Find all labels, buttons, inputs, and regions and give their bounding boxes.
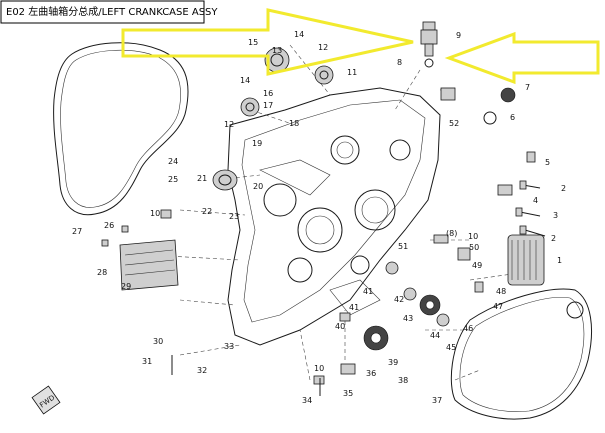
callout-26: 26 (104, 221, 114, 230)
bolts (101, 87, 546, 396)
callout-49: 49 (472, 261, 482, 270)
callout-30: 30 (153, 337, 163, 346)
diagram-title: E02 左曲轴箱分总成/LEFT CRANKCASE ASSY (6, 5, 218, 18)
highlight-arrow-left (121, 8, 414, 76)
callout-38: 38 (398, 376, 408, 385)
callout-8a: 8 (397, 58, 402, 67)
cover-gasket (53, 42, 189, 216)
callout-24: 24 (168, 157, 178, 166)
callout-21: 21 (197, 174, 207, 183)
callout-35: 35 (343, 389, 353, 398)
callout-20: 20 (253, 182, 263, 191)
strainer-screen (119, 239, 179, 291)
callout-51: 51 (398, 242, 408, 251)
callout-41b: 41 (349, 303, 359, 312)
callout-31: 31 (142, 357, 152, 366)
callout-22: 22 (202, 207, 212, 216)
callout-29: 29 (121, 282, 131, 291)
part-callouts: 1 2 2 3 4 5 6 7 8 (8) 9 10 10 10 11 12 1… (72, 30, 566, 405)
callout-45: 45 (446, 343, 456, 352)
callout-19: 19 (252, 139, 262, 148)
callout-28: 28 (97, 268, 107, 277)
title-box: E02 左曲轴箱分总成/LEFT CRANKCASE ASSY (0, 0, 218, 24)
callout-11: 11 (347, 68, 357, 77)
callout-42: 42 (394, 295, 404, 304)
callout-13: 13 (272, 46, 282, 55)
callout-33: 33 (224, 342, 234, 351)
callout-14a: 14 (240, 76, 250, 85)
callout-5: 5 (545, 158, 550, 167)
callout-10b: 10 (314, 364, 324, 373)
callout-47: 47 (493, 302, 503, 311)
callout-10a: 10 (150, 209, 160, 218)
callout-41a: 41 (363, 287, 373, 296)
callout-44: 44 (430, 331, 440, 340)
callout-52: 52 (449, 119, 459, 128)
callout-2b: 2 (551, 234, 556, 243)
callout-23: 23 (229, 212, 239, 221)
bearings (212, 47, 334, 191)
callout-43: 43 (403, 314, 413, 323)
callout-39: 39 (388, 358, 398, 367)
callout-17: 17 (263, 101, 273, 110)
callout-18: 18 (289, 119, 299, 128)
callout-7: 7 (525, 83, 530, 92)
callout-6: 6 (510, 113, 515, 122)
right-cover-gasket (450, 288, 593, 420)
callout-50: 50 (469, 243, 479, 252)
callout-36: 36 (366, 369, 376, 378)
highlight-arrows (121, 8, 600, 85)
forward-indicator: FWD (31, 385, 61, 415)
gears (363, 261, 450, 351)
highlight-arrow-right (444, 31, 600, 85)
callout-14b: 14 (294, 30, 304, 39)
crankcase-body (227, 87, 441, 346)
callout-46: 46 (463, 324, 473, 333)
callout-2a: 2 (561, 184, 566, 193)
callout-25: 25 (168, 175, 178, 184)
callout-48: 48 (496, 287, 506, 296)
callout-40: 40 (335, 322, 345, 331)
callout-34: 34 (302, 396, 312, 405)
callout-12a: 12 (318, 43, 328, 52)
callout-12b: 12 (224, 120, 234, 129)
callout-37: 37 (432, 396, 442, 405)
callout-10c: 10 (468, 232, 478, 241)
callout-3: 3 (553, 211, 558, 220)
callout-15: 15 (248, 38, 258, 47)
callout-8b: (8) (446, 229, 457, 238)
callout-27: 27 (72, 227, 82, 236)
callout-9: 9 (456, 31, 461, 40)
callout-1: 1 (557, 256, 562, 265)
callout-16: 16 (263, 89, 273, 98)
oil-pressure-switch (420, 21, 438, 68)
oil-filter (507, 234, 545, 286)
callout-4: 4 (533, 196, 538, 205)
callout-32: 32 (197, 366, 207, 375)
